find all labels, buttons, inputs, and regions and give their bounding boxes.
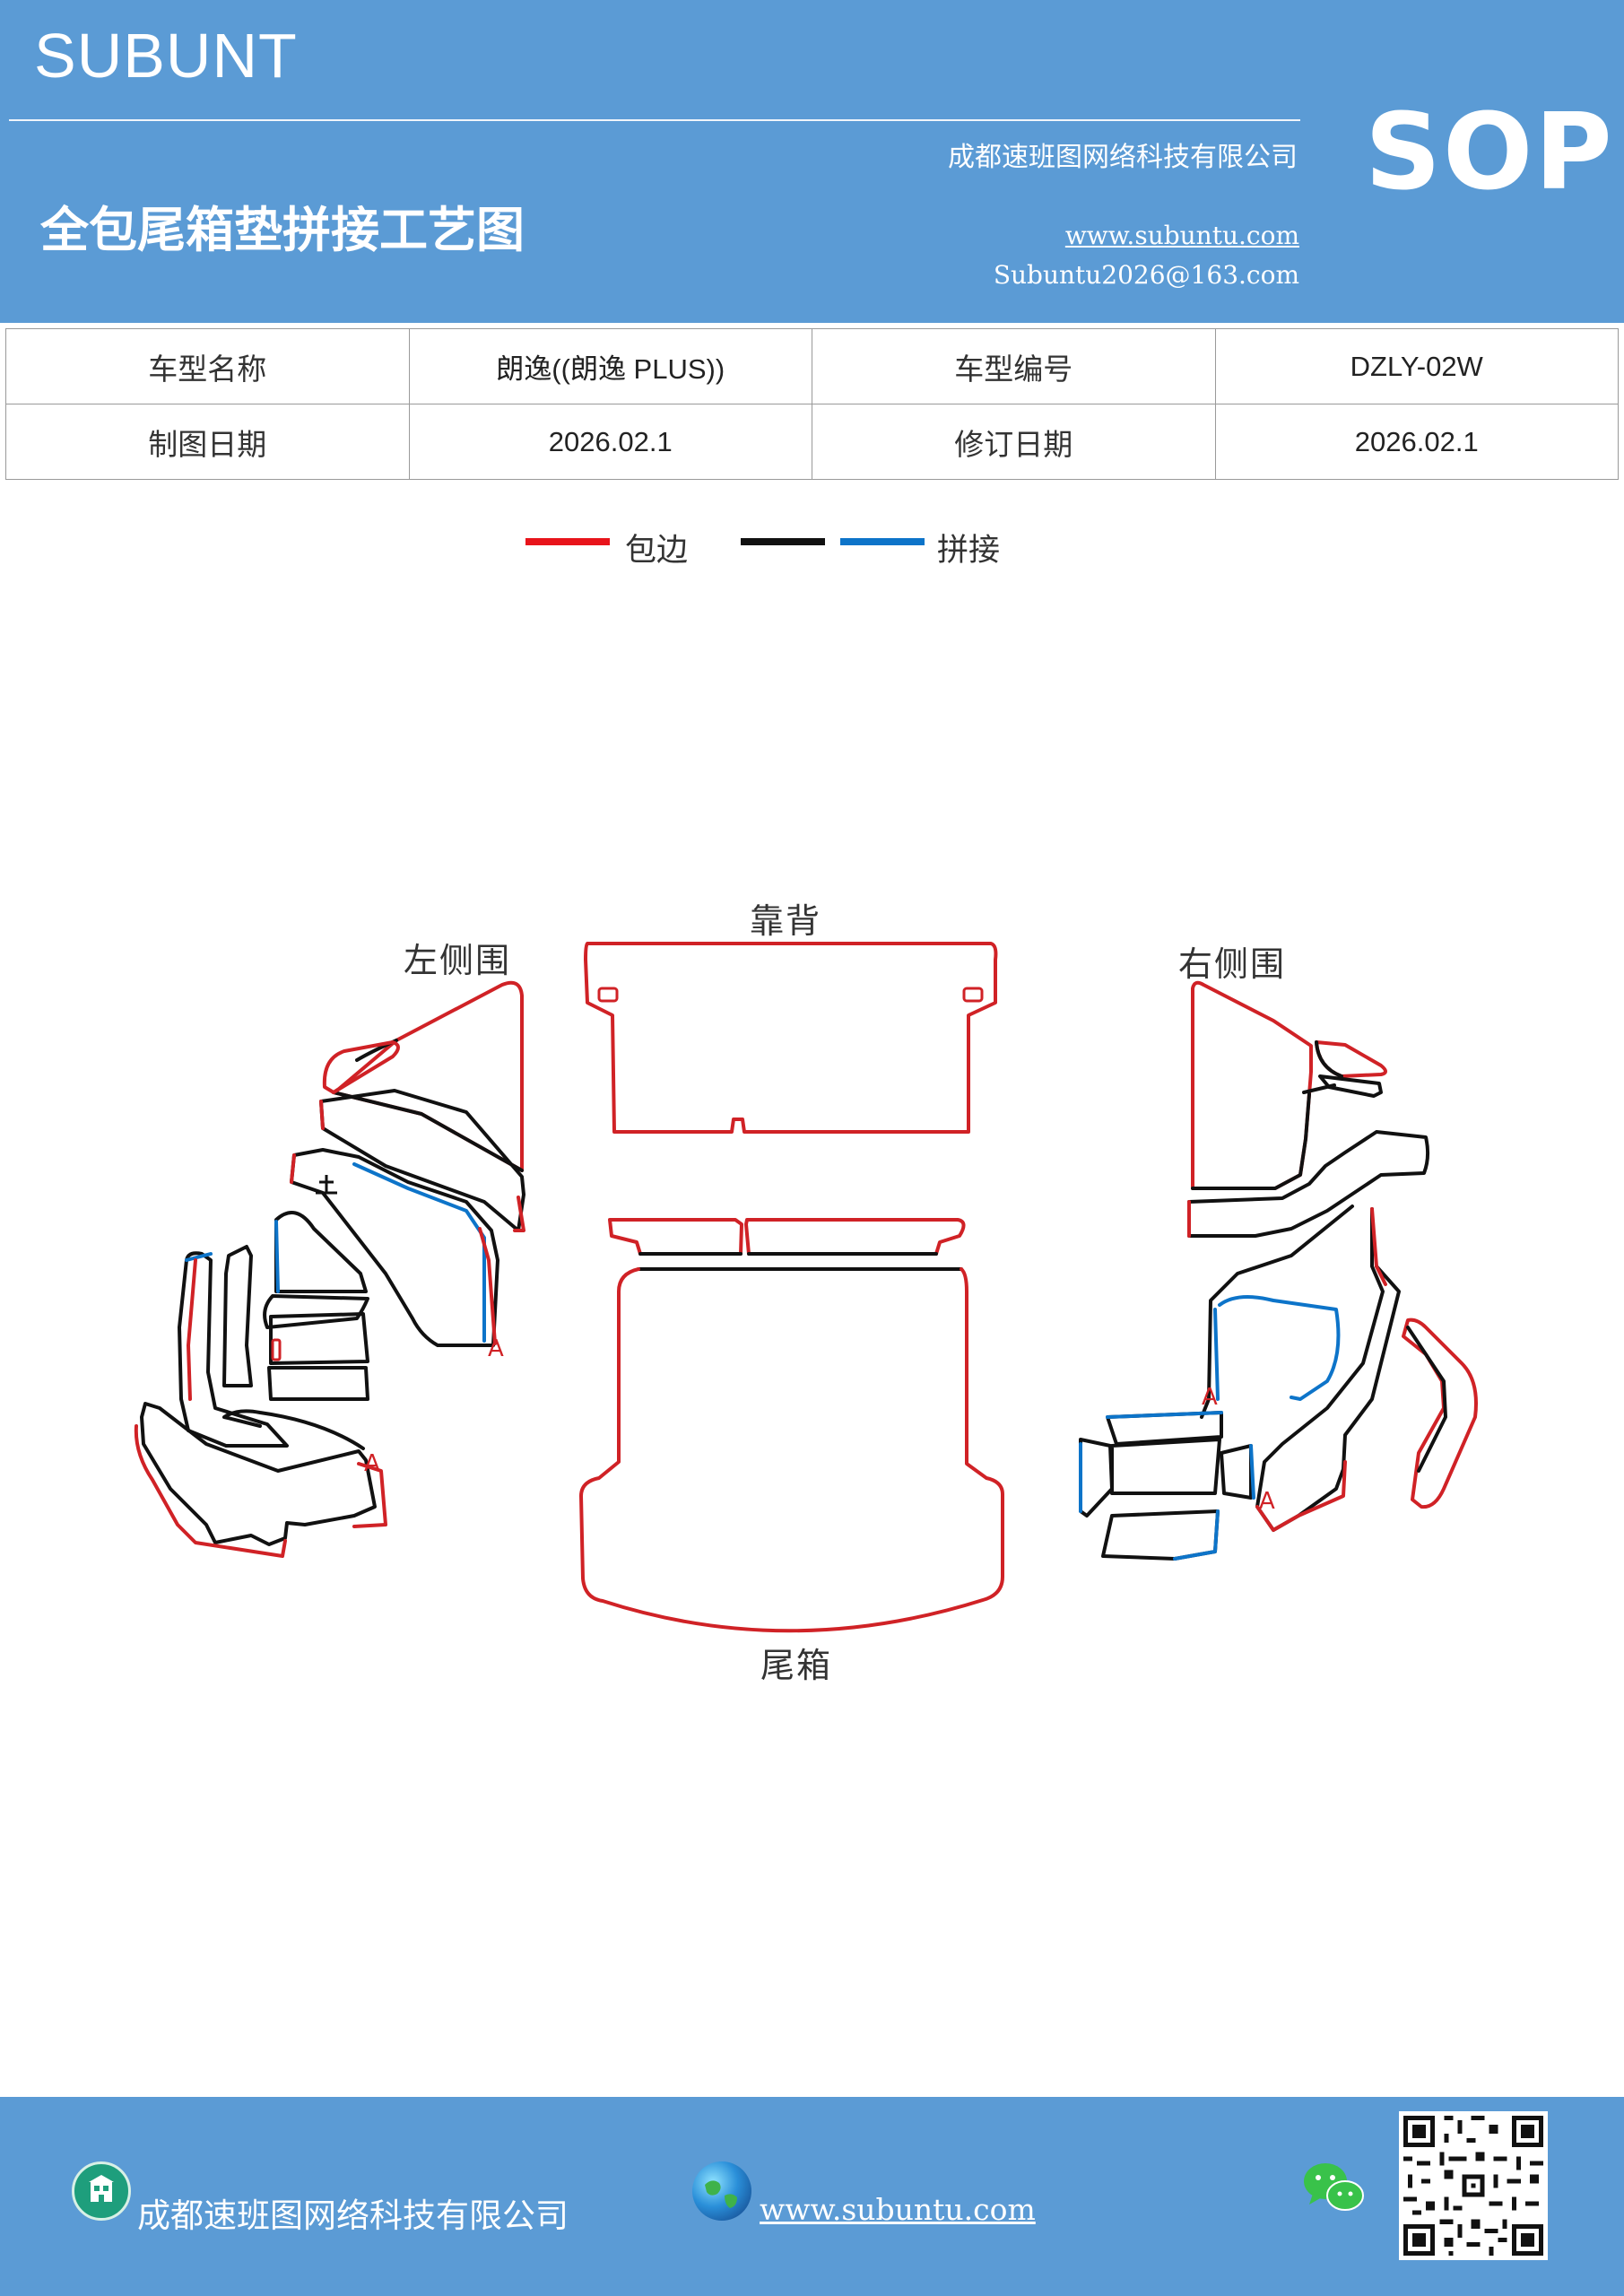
header-email[interactable]: Subuntu2026@163.com xyxy=(993,260,1299,290)
mark-a-left-upper: A xyxy=(488,1335,504,1362)
brand-name: SUBUNT xyxy=(34,21,298,91)
legend-black-line xyxy=(741,538,825,545)
model-name-label: 车型名称 xyxy=(5,328,410,404)
draw-date-label: 制图日期 xyxy=(5,404,410,480)
left-side-pieces xyxy=(134,980,525,1558)
backrest-piece xyxy=(584,942,998,1134)
wechat-icon[interactable] xyxy=(1302,2160,1365,2215)
header-divider xyxy=(9,119,1300,121)
footer-url-link[interactable]: www.subuntu.com xyxy=(760,2192,1036,2227)
model-code-value: DZLY-02W xyxy=(1214,328,1619,404)
legend-blue-line xyxy=(840,538,925,545)
trunk-piece xyxy=(579,1267,1004,1633)
revise-date-value: 2026.02.1 xyxy=(1214,404,1619,480)
document-title: 全包尾箱垫拼接工艺图 xyxy=(40,202,525,258)
table-row: 制图日期 2026.02.1 修订日期 2026.02.1 xyxy=(5,404,1619,480)
table-row: 车型名称 朗逸((朗逸 PLUS)) 车型编号 DZLY-02W xyxy=(5,328,1619,404)
mark-a-left-lower: A xyxy=(364,1450,380,1477)
model-name-value: 朗逸((朗逸 PLUS)) xyxy=(408,328,812,404)
cut-notch-mark xyxy=(316,1175,337,1195)
legend-red-line xyxy=(525,538,610,545)
globe-icon xyxy=(692,2161,751,2221)
model-code-label: 车型编号 xyxy=(812,328,1216,404)
draw-date-value: 2026.02.1 xyxy=(408,404,812,480)
building-icon xyxy=(72,2161,131,2221)
sop-badge: SOP xyxy=(1365,90,1614,213)
qr-code xyxy=(1399,2111,1548,2260)
header-company: 成都速班图网络科技有限公司 xyxy=(948,142,1298,173)
right-side-pieces xyxy=(1079,980,1478,1561)
legend-blue-label: 拼接 xyxy=(937,533,1001,569)
mark-a-right-upper: A xyxy=(1202,1384,1218,1411)
right-side-label: 右侧围 xyxy=(1178,944,1287,984)
backrest-label: 靠背 xyxy=(750,901,822,941)
legend-red-label: 包边 xyxy=(625,533,689,569)
header-url-link[interactable]: www.subuntu.com xyxy=(1064,221,1299,250)
revise-date-label: 修订日期 xyxy=(812,404,1216,480)
footer-company: 成都速班图网络科技有限公司 xyxy=(137,2196,569,2235)
left-side-label: 左侧围 xyxy=(404,941,512,980)
page-header: SUBUNT 全包尾箱垫拼接工艺图 成都速班图网络科技有限公司 www.subu… xyxy=(0,0,1624,323)
vehicle-info-table: 车型名称 朗逸((朗逸 PLUS)) 车型编号 DZLY-02W 制图日期 20… xyxy=(5,328,1619,480)
legend: 包边 拼接 xyxy=(0,520,1624,574)
trunk-label: 尾箱 xyxy=(760,1646,833,1685)
page-footer: 成都速班图网络科技有限公司 www.subuntu.com xyxy=(0,2097,1624,2296)
mark-a-right-lower: A xyxy=(1259,1488,1275,1515)
trunk-top-strips xyxy=(608,1218,966,1256)
